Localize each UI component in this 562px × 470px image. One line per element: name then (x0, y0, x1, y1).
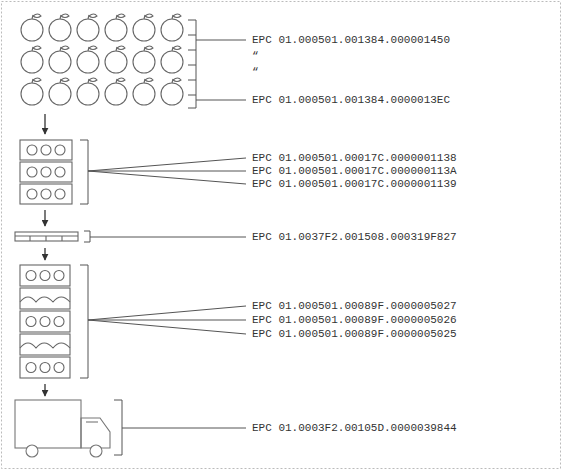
bracket-leaders (80, 20, 246, 455)
fruit-icon (77, 14, 99, 41)
fruit-icon (49, 46, 71, 73)
fruit-icon (161, 78, 183, 105)
ditto-mark: “ (252, 49, 259, 63)
epc-code: EPC 01.0003F2.00105D.0000039844 (252, 421, 457, 435)
fruit-icon (105, 78, 127, 105)
epc-code: EPC 01.000501.00017C.0000001138 (252, 151, 457, 165)
fruit-icon (21, 14, 43, 41)
case-stack (20, 140, 72, 204)
flow-arrow (44, 384, 45, 396)
fruit-icon (105, 14, 127, 41)
stage-group: EPC 01.0003F2.00105D.0000039844 (10, 398, 463, 460)
fruit-icon (77, 78, 99, 105)
truck (15, 400, 110, 457)
stage-group: EPC 01.000501.001384.000001450 “ “ EPC 01.0… (10, 6, 456, 112)
epc-code: EPC 01.000501.001384.000001450 (252, 33, 450, 47)
fruit-icon (161, 14, 183, 41)
fruit-icon (133, 14, 155, 41)
flow-arrow (44, 114, 45, 134)
stage-group: EPC 01.000501.00017C.0000001138EPC 01.00… (10, 136, 463, 208)
fruit-icon (105, 46, 127, 73)
epc-code: EPC 01.000501.00089F.0000005025 (252, 327, 457, 341)
ditto-mark: “ (252, 65, 259, 79)
fruit-icon (49, 14, 71, 41)
fruit-icon (21, 46, 43, 73)
epc-code: EPC 01.000501.00017C.0000001139 (252, 177, 457, 191)
epc-code: EPC 01.000501.00089F.0000005027 (252, 299, 457, 313)
fruit-icon (77, 46, 99, 73)
flow-arrow (44, 210, 45, 226)
stage-group: EPC 01.0037F2.001508.000319F827 (10, 228, 463, 246)
fruit-icon (133, 46, 155, 73)
stage-group: EPC 01.000501.00089F.0000005027EPC 01.00… (10, 262, 463, 382)
epc-code: EPC 01.000501.00017C.000000113A (252, 164, 457, 178)
epc-code: EPC 01.0037F2.001508.000319F827 (252, 230, 457, 244)
fruit-items (21, 14, 183, 105)
epc-code: EPC 01.000501.001384.0000013EC (252, 93, 450, 107)
fruit-icon (161, 46, 183, 73)
flow-arrow (44, 248, 45, 260)
fruit-icon (133, 78, 155, 105)
palletized-cases (20, 265, 70, 378)
fruit-icon (49, 78, 71, 105)
epc-code: EPC 01.000501.00089F.0000005026 (252, 313, 457, 327)
fruit-icon (21, 78, 43, 105)
pallet (15, 232, 78, 241)
